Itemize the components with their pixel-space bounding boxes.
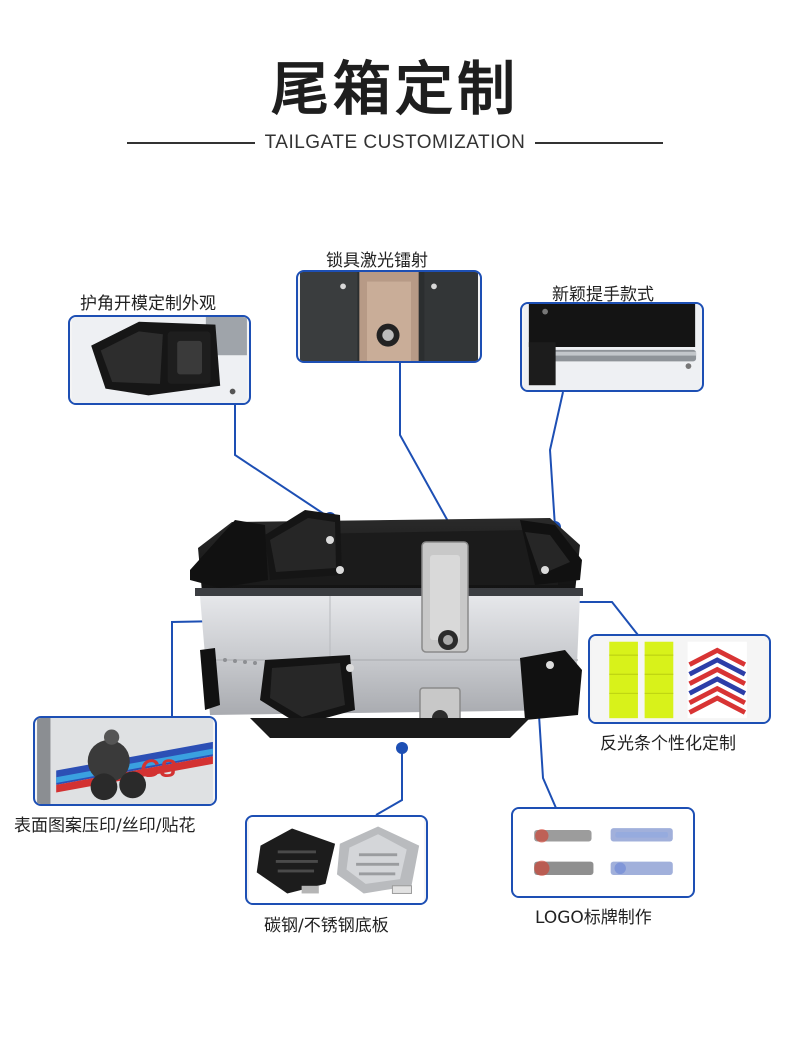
connector-base bbox=[375, 748, 403, 816]
corner-guard-image bbox=[72, 317, 247, 403]
top-case-image bbox=[190, 510, 583, 738]
label-logo: LOGO标牌制作 bbox=[535, 908, 652, 928]
label-reflective: 反光条个性化定制 bbox=[600, 734, 736, 754]
page-subtitle: TAILGATE CUSTOMIZATION bbox=[264, 132, 526, 153]
label-base-plate: 碳钢/不锈钢底板 bbox=[264, 916, 389, 936]
surface-print-image: GS bbox=[37, 718, 213, 804]
card-lock bbox=[296, 270, 482, 363]
decal-mark: GS bbox=[140, 756, 176, 783]
subtitle-left-rule bbox=[127, 142, 255, 144]
label-surface-print: 表面图案压印/丝印/贴花 bbox=[14, 816, 196, 836]
card-handle bbox=[520, 302, 704, 392]
label-lock: 锁具激光镭射 bbox=[326, 251, 428, 271]
subtitle-row: TAILGATE CUSTOMIZATION bbox=[0, 130, 790, 156]
page-title: 尾箱定制 bbox=[270, 55, 519, 123]
label-handle: 新颖提手款式 bbox=[552, 285, 654, 305]
logo-plate-image bbox=[515, 809, 691, 896]
lock-image bbox=[300, 272, 478, 361]
card-corner-guard bbox=[68, 315, 251, 405]
base-plate-image bbox=[249, 817, 424, 903]
card-logo bbox=[511, 807, 695, 898]
handle-image bbox=[524, 304, 700, 390]
reflective-strip-image bbox=[592, 636, 767, 722]
label-corner-guard: 护角开模定制外观 bbox=[80, 294, 216, 314]
card-base-plate bbox=[245, 815, 428, 905]
subtitle-right-rule bbox=[535, 142, 663, 144]
card-reflective bbox=[588, 634, 771, 724]
card-surface-print: GS bbox=[33, 716, 217, 806]
